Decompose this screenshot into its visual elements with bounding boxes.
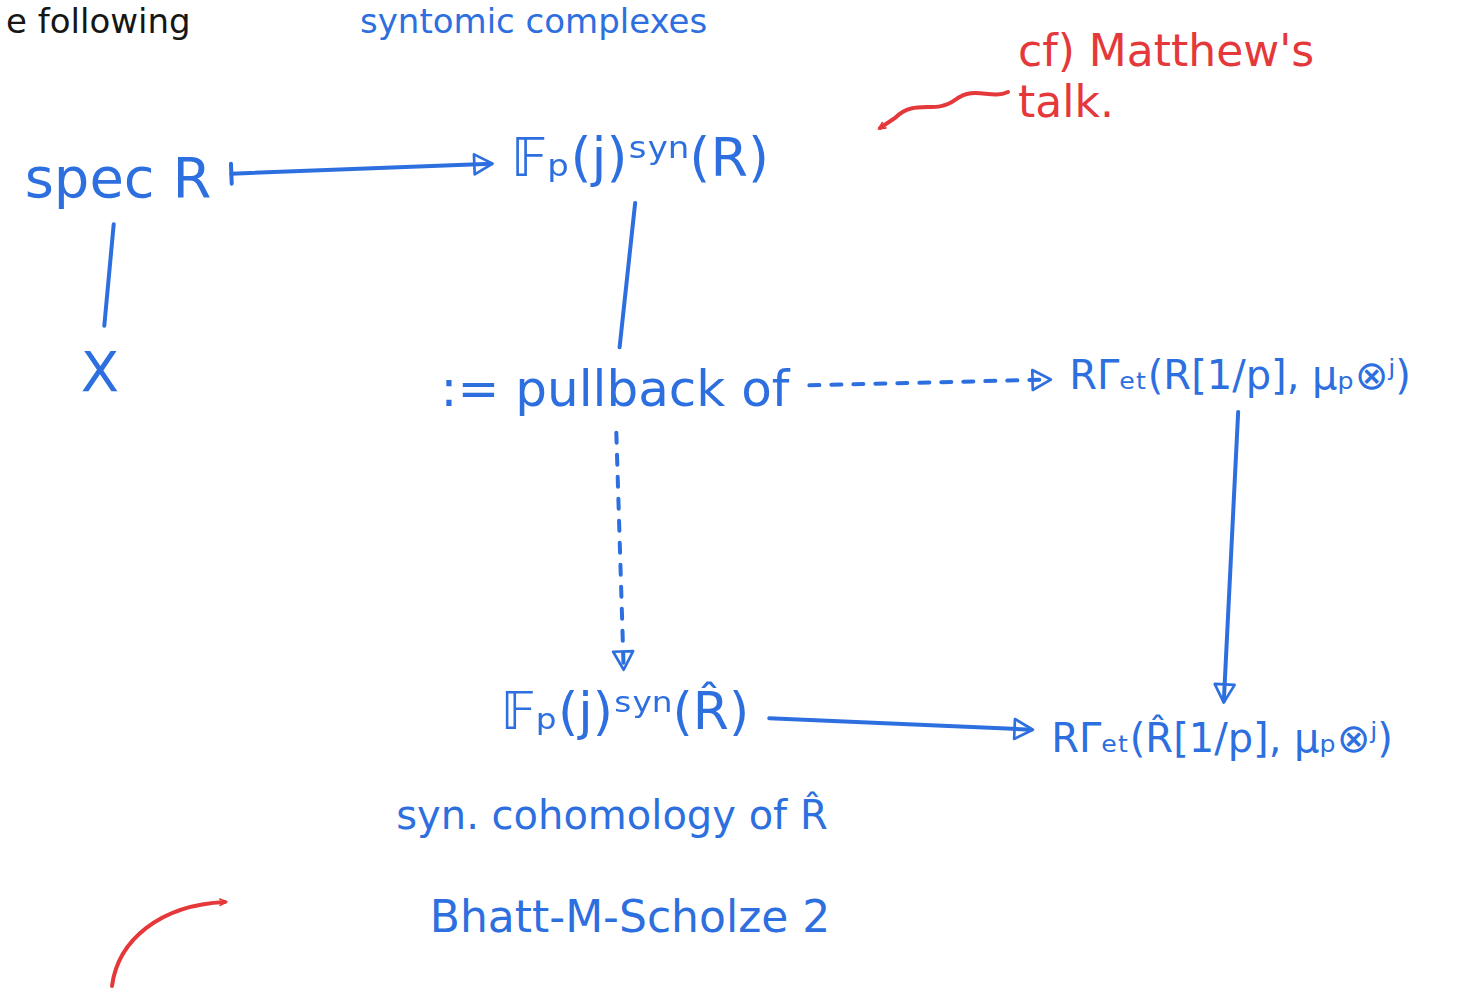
callout-squiggle <box>880 92 1008 128</box>
dashed-arrow <box>616 433 623 668</box>
map-arrow <box>1224 412 1238 701</box>
math-term: 𝔽ₚ(j)ˢʸⁿ(R̂) <box>489 676 762 748</box>
math-term: X <box>69 334 131 410</box>
map-arrow <box>104 224 113 326</box>
node-text: 𝔽ₚ(j)ˢʸⁿ(R) <box>511 127 769 189</box>
math-term: 𝔽ₚ(j)ˢʸⁿ(R) <box>499 121 781 195</box>
node-text: RΓₑₜ(R[1/p], μₚ⊗ʲ) <box>1069 352 1411 398</box>
margin-note: cf) Matthew's talk. <box>1018 26 1358 127</box>
callout-arrow <box>112 902 225 986</box>
node-text: 𝔽ₚ(j)ˢʸⁿ(R̂) <box>501 682 750 742</box>
node-text: X <box>81 340 119 404</box>
map-arrow <box>620 203 636 347</box>
annotation-text: syn. cohomology of R̂ <box>396 792 827 838</box>
map-arrow <box>769 718 1031 729</box>
math-term: RΓₑₜ(R[1/p], μₚ⊗ʲ) <box>1057 346 1423 404</box>
math-term: := pullback of <box>429 355 802 425</box>
dashed-arrow <box>809 380 1049 386</box>
node-text: := pullback of <box>441 361 790 419</box>
node-text: spec R <box>25 146 212 210</box>
math-term: spec R <box>13 140 224 216</box>
annotation-text: Bhatt-M-Scholze 2 <box>430 892 831 943</box>
annotation-text: syntomic complexes <box>360 2 707 41</box>
map-arrow <box>231 164 491 174</box>
node-text: RΓₑₜ(R̂[1/p], μₚ⊗ʲ) <box>1051 715 1393 761</box>
annotation-text: e following <box>6 2 191 41</box>
math-term: RΓₑₜ(R̂[1/p], μₚ⊗ʲ) <box>1039 709 1405 767</box>
